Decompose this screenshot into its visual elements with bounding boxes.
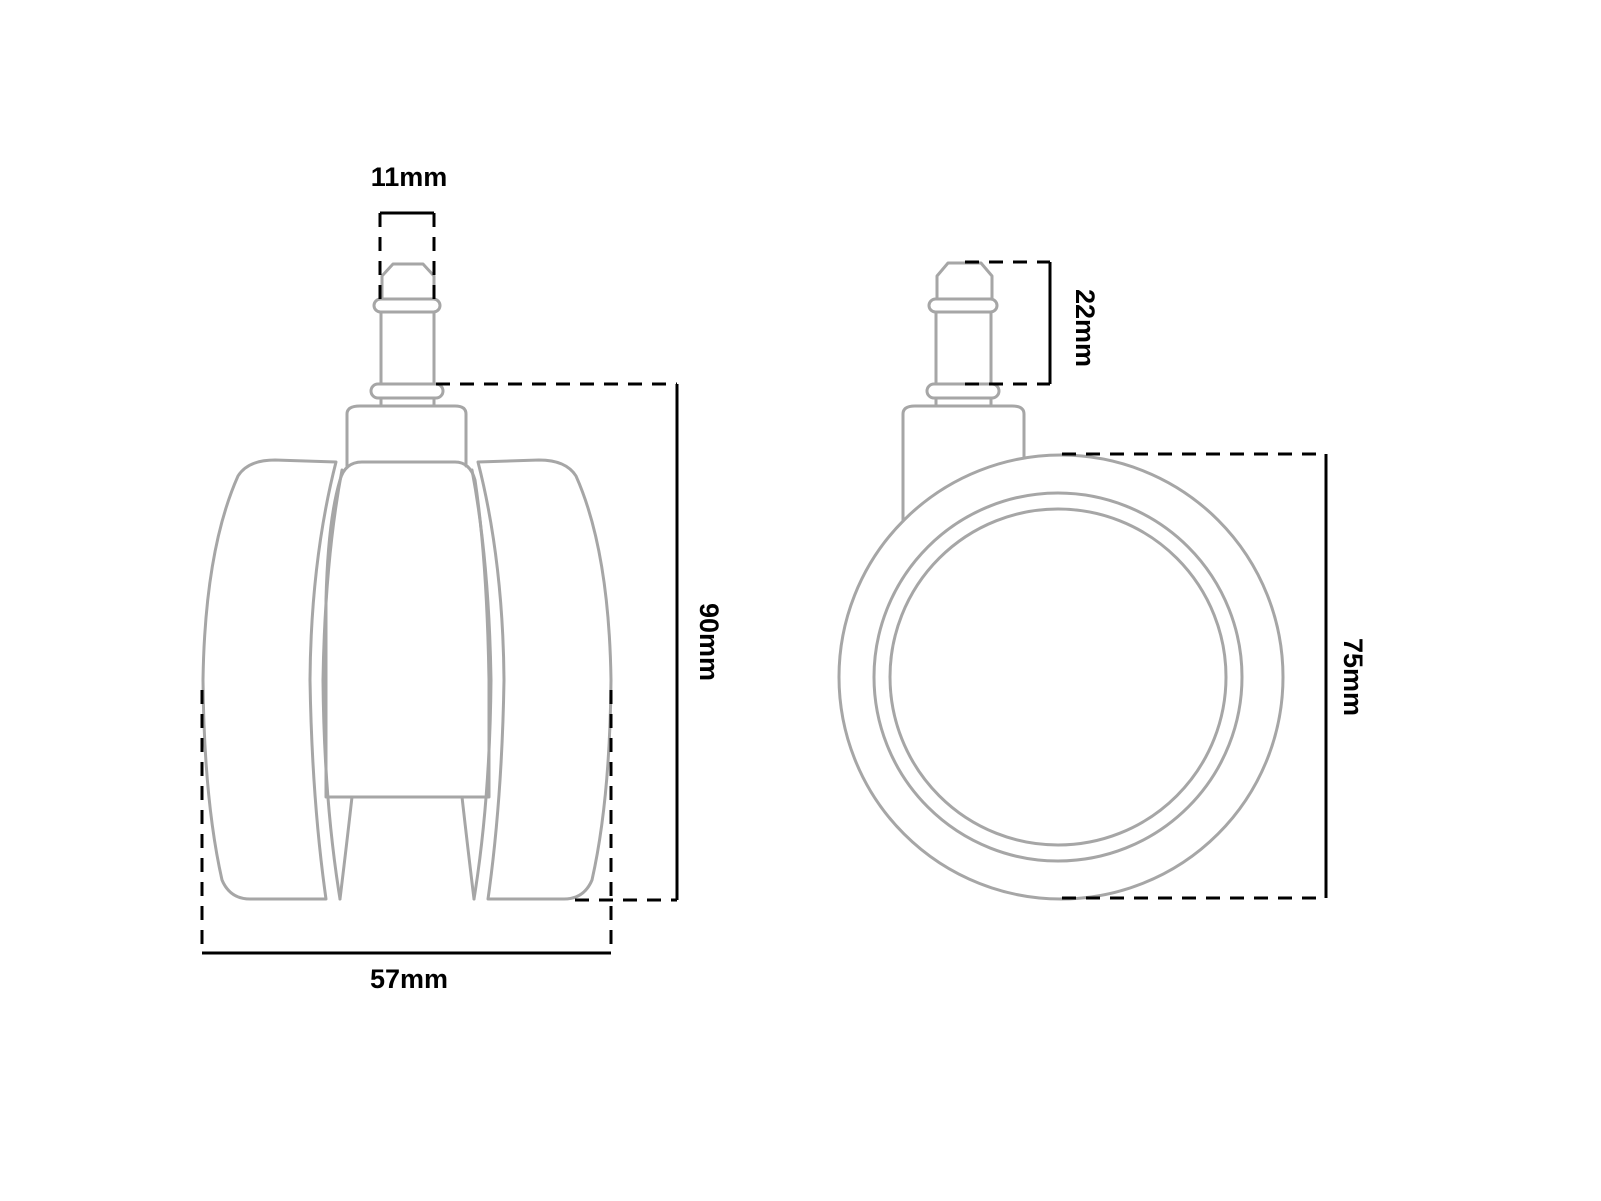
dimension-57mm: 57mm bbox=[200, 690, 613, 994]
dimension-75mm: 75mm bbox=[1062, 452, 1368, 900]
stem-body bbox=[934, 310, 993, 386]
dimension-22mm: 22mm bbox=[965, 260, 1100, 386]
stem-cap bbox=[935, 261, 994, 301]
wheel-hub bbox=[888, 507, 1228, 847]
wheel-diameter-label: 75mm bbox=[1338, 638, 1368, 716]
dimension-11mm: 11mm bbox=[371, 162, 448, 300]
caster-front-view bbox=[837, 261, 1285, 901]
total-height-label: 90mm bbox=[694, 603, 724, 681]
stem-lower-ring bbox=[925, 382, 1001, 400]
wheel-outer bbox=[837, 453, 1285, 901]
wheel-rim bbox=[872, 491, 1244, 863]
caster-side-view bbox=[201, 262, 613, 901]
stem-height-label: 22mm bbox=[1070, 289, 1100, 367]
stem-upper-ring bbox=[372, 297, 442, 314]
dimension-90mm: 90mm bbox=[436, 382, 724, 902]
stem-cap bbox=[380, 262, 436, 301]
fork-legs bbox=[338, 795, 476, 901]
stem-width-label: 11mm bbox=[371, 162, 448, 192]
fork-body bbox=[324, 460, 491, 799]
stem-body bbox=[379, 310, 436, 386]
fork-housing bbox=[345, 404, 468, 468]
wheel-width-label: 57mm bbox=[370, 964, 448, 994]
stem-lower-ring bbox=[369, 382, 445, 400]
stem-upper-ring bbox=[927, 297, 999, 314]
right-wheel bbox=[476, 458, 613, 901]
left-wheel bbox=[201, 458, 338, 901]
left-wheel-inner-edge bbox=[321, 468, 344, 901]
fork-housing bbox=[901, 404, 1026, 523]
